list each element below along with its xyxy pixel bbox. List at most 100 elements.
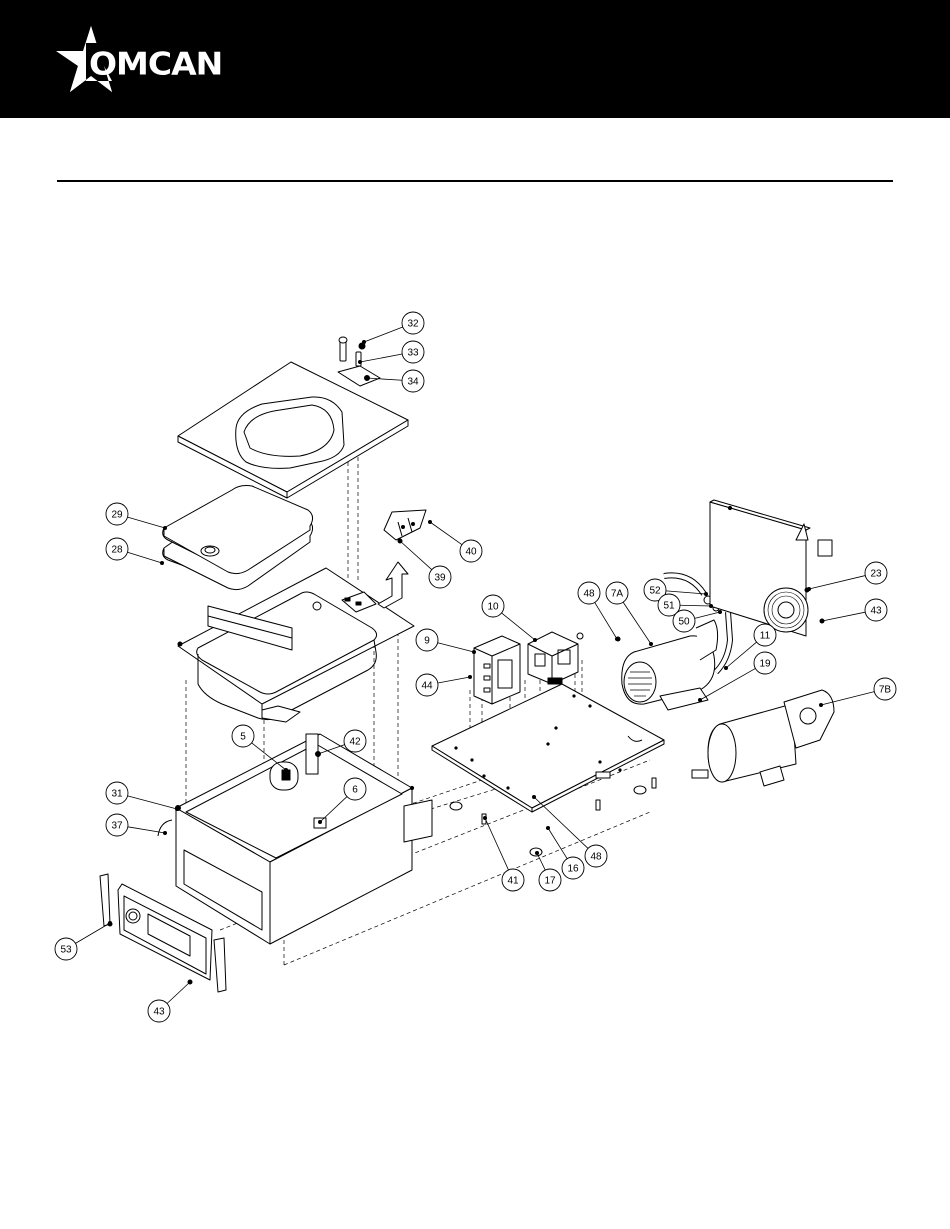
callout-label: 32	[407, 319, 419, 330]
callout-anchor	[535, 851, 539, 855]
callout-label: 19	[759, 659, 771, 670]
callout-32: 32	[362, 312, 424, 344]
callout-label: 44	[421, 681, 433, 692]
callout-label: 40	[465, 547, 477, 558]
callout-39: 39	[398, 539, 451, 588]
callout-41: 41	[483, 816, 524, 891]
callout-53: 53	[55, 921, 112, 960]
callout-anchor	[362, 340, 366, 344]
callout-anchor	[698, 698, 702, 702]
callout-label: 48	[583, 589, 595, 600]
callout-label: 9	[424, 636, 430, 647]
callout-anchor	[615, 637, 619, 641]
callout-leader	[167, 982, 190, 1003]
callout-anchor	[533, 638, 537, 642]
callout-anchor	[709, 604, 713, 608]
callout-label: 10	[487, 602, 499, 613]
callout-anchor	[468, 675, 472, 679]
callout-leader	[695, 612, 720, 618]
callout-29: 29	[106, 503, 167, 530]
callout-leader	[595, 602, 617, 639]
callout-anchor	[718, 610, 722, 614]
callout-leader	[128, 796, 177, 809]
callout-label: 43	[870, 606, 882, 617]
callout-label: 23	[870, 569, 882, 580]
bracket-40	[384, 510, 426, 543]
callout-leader	[537, 853, 545, 870]
callout-label: 29	[111, 510, 123, 521]
callout-44: 44	[416, 674, 472, 696]
callout-43: 43	[820, 599, 887, 623]
callout-anchor	[649, 642, 653, 646]
callout-anchor	[704, 592, 708, 596]
callout-anchor	[472, 650, 476, 654]
callout-leader	[502, 613, 535, 640]
callout-23: 23	[807, 562, 887, 591]
top-lid	[178, 337, 408, 498]
callout-anchor	[358, 360, 362, 364]
callout-anchor	[428, 520, 432, 524]
callout-label: 31	[111, 789, 123, 800]
callout-10: 10	[482, 595, 537, 642]
main-housing	[158, 734, 432, 944]
callout-anchor	[284, 768, 288, 772]
callout-anchor	[316, 752, 320, 756]
callout-label: 53	[60, 945, 72, 956]
callout-label: 43	[153, 1007, 165, 1018]
callout-anchor	[163, 831, 167, 835]
callout-leader	[400, 541, 432, 570]
callout-anchor	[532, 795, 536, 799]
callout-anchor	[318, 820, 322, 824]
callout-33: 33	[358, 341, 424, 364]
callout-label: 17	[544, 876, 556, 887]
callout-43: 43	[148, 980, 192, 1022]
callout-anchor	[108, 921, 112, 925]
callout-leader	[809, 576, 865, 589]
callout-leader	[128, 517, 165, 528]
vacuum-chamber	[178, 568, 414, 722]
callout-anchor	[819, 703, 823, 707]
callout-leader	[485, 818, 508, 870]
base-plate	[432, 684, 664, 856]
callout-40: 40	[428, 520, 482, 562]
callout-31: 31	[106, 782, 179, 811]
callout-leader	[548, 828, 567, 859]
up-arrow-icon	[378, 562, 408, 608]
callout-anchor	[175, 807, 179, 811]
callout-34: 34	[365, 370, 424, 392]
callout-28: 28	[106, 538, 164, 565]
callout-anchor	[188, 980, 192, 984]
callout-label: 48	[590, 852, 602, 863]
transformer	[474, 636, 520, 704]
callout-leader	[680, 605, 711, 606]
callout-anchor	[820, 619, 824, 623]
callout-label: 34	[407, 377, 419, 388]
callout-anchor	[160, 561, 164, 565]
callout-leader	[75, 923, 110, 943]
callout-leader	[534, 797, 588, 848]
callout-label: 37	[111, 821, 123, 832]
callout-17: 17	[535, 851, 561, 891]
callout-7B: 7B	[819, 678, 896, 707]
callout-label: 28	[111, 545, 123, 556]
callout-leader	[360, 354, 402, 362]
callout-label: 51	[663, 601, 675, 612]
callout-leader	[438, 677, 470, 683]
callout-leader	[822, 612, 865, 621]
callout-anchor	[398, 539, 402, 543]
callout-anchor	[483, 816, 487, 820]
lid-cushions	[163, 486, 313, 590]
callout-anchor	[724, 666, 728, 670]
pump-7b	[692, 690, 834, 786]
callout-leader	[438, 643, 474, 652]
callout-label: 6	[352, 785, 358, 796]
callout-37: 37	[106, 814, 167, 836]
callout-label: 52	[649, 586, 661, 597]
callout-anchor	[365, 376, 369, 380]
callout-label: 5	[240, 732, 246, 743]
callout-anchor	[807, 587, 811, 591]
callout-leader	[430, 522, 462, 545]
callout-9: 9	[416, 629, 476, 654]
callout-leader	[128, 552, 162, 563]
